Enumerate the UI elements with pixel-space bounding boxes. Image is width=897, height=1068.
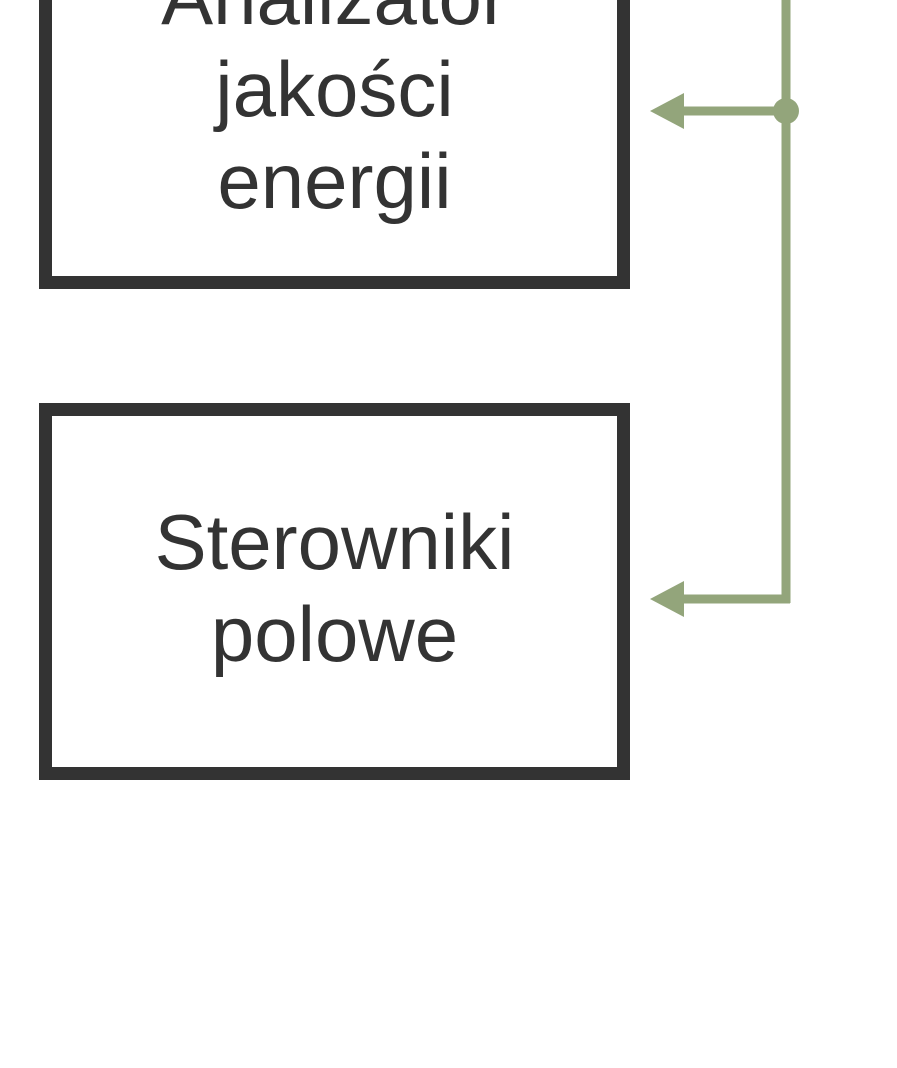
controllers-label-line-1: Sterowniki (154, 498, 515, 586)
controllers-label: Sterowniki polowe (52, 496, 617, 680)
controllers-arrow-head (650, 581, 684, 617)
analyzer-arrow-head (650, 93, 684, 129)
analyzer-box: Analizator jakości energii (39, 0, 630, 289)
controllers-box: Sterowniki polowe (39, 403, 630, 780)
analyzer-label: Analizator jakości energii (52, 0, 617, 227)
analyzer-label-line-3: energii (217, 137, 452, 225)
analyzer-label-line-2: jakości (215, 45, 454, 133)
analyzer-label-line-1: Analizator (52, 0, 617, 43)
controllers-label-line-2: polowe (210, 590, 459, 678)
